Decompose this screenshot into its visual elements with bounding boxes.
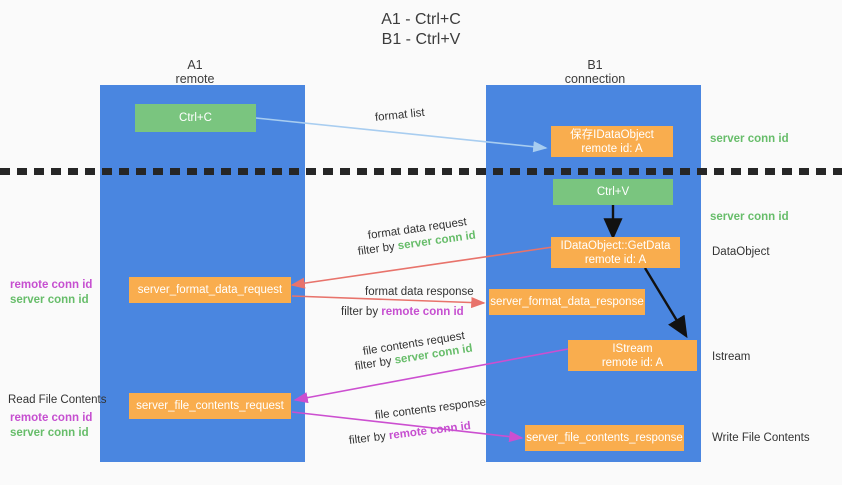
edge-label-format-data-response-filter: filter by remote conn id: [341, 305, 464, 319]
box-idataobject-getdata-line1: IDataObject::GetData: [560, 239, 671, 252]
column-header-a1-name: A1: [187, 58, 203, 72]
right-label-istream: Istream: [712, 350, 750, 364]
box-save-idataobject-line1: 保存IDataObject: [570, 128, 654, 141]
box-ctrl-v-label: Ctrl+V: [596, 186, 630, 198]
filter-value-remote-conn-id: remote conn id: [388, 420, 472, 443]
title-line-1: A1 - Ctrl+C: [381, 11, 461, 28]
left-label-read-file-contents-text: Read File Contents: [8, 394, 107, 406]
left-label-server-conn-id-1: server conn id: [10, 294, 89, 306]
column-header-b1: B1 connection: [535, 58, 655, 86]
box-server-file-contents-response: server_file_contents_response: [525, 425, 684, 451]
right-label-dataobject-text: DataObject: [712, 246, 770, 258]
box-server-file-contents-response-label: server_file_contents_response: [526, 432, 683, 444]
box-ctrl-c-label: Ctrl+C: [179, 112, 212, 124]
box-ctrl-c: Ctrl+C: [135, 104, 256, 132]
box-save-idataobject: 保存IDataObject remote id: A: [551, 126, 673, 157]
box-idataobject-getdata-line2: remote id: A: [584, 253, 647, 266]
box-save-idataobject-line2: remote id: A: [581, 142, 643, 155]
phase-divider: [0, 168, 842, 175]
filter-prefix: filter by: [354, 354, 396, 373]
edge-label-format-list-text: format list: [374, 106, 426, 124]
left-label-group-file: remote conn id server conn id: [10, 411, 92, 441]
right-label-write-file-contents: Write File Contents: [712, 431, 810, 445]
left-label-server-conn-id-2: server conn id: [10, 427, 89, 439]
edge-label-file-contents-response-filter: filter by remote conn id: [348, 419, 471, 448]
box-ctrl-v: Ctrl+V: [553, 179, 673, 205]
filter-prefix: filter by: [348, 430, 390, 447]
box-server-file-contents-request: server_file_contents_request: [129, 393, 291, 419]
box-server-format-data-request-label: server_format_data_request: [137, 284, 283, 296]
column-header-b1-sub: connection: [564, 72, 626, 86]
left-label-remote-conn-id-2: remote conn id: [10, 412, 93, 424]
box-server-format-data-request: server_format_data_request: [129, 277, 291, 303]
page-title: A1 - Ctrl+C B1 - Ctrl+V: [321, 10, 521, 50]
edge-label-format-data-response: format data response: [365, 285, 474, 299]
right-label-server-conn-id-top: server conn id: [710, 132, 789, 146]
left-label-group-format: remote conn id server conn id: [10, 278, 92, 308]
box-istream-line2: remote id: A: [601, 356, 664, 369]
left-label-read-file-contents: Read File Contents: [8, 393, 106, 408]
right-label-istream-text: Istream: [712, 351, 751, 363]
right-label-write-file-contents-text: Write File Contents: [712, 432, 810, 444]
column-header-a1-sub: remote: [175, 72, 215, 86]
box-istream-line1: IStream: [612, 342, 653, 355]
box-idataobject-getdata: IDataObject::GetData remote id: A: [551, 237, 680, 268]
filter-prefix: filter by: [357, 240, 399, 258]
column-header-b1-name: B1: [587, 58, 603, 72]
filter-value-remote-conn-id: remote conn id: [381, 306, 464, 318]
right-label-server-conn-id-mid: server conn id: [710, 210, 789, 224]
filter-prefix: filter by: [341, 306, 382, 318]
edge-label-format-data-response-text: format data response: [365, 286, 474, 298]
title-line-2: B1 - Ctrl+V: [381, 31, 461, 48]
left-label-remote-conn-id-1: remote conn id: [10, 279, 93, 291]
right-label-server-conn-id-mid-text: server conn id: [710, 211, 789, 223]
box-server-file-contents-request-label: server_file_contents_request: [136, 400, 284, 412]
column-header-a1: A1 remote: [135, 58, 255, 86]
box-server-format-data-response: server_format_data_response: [489, 289, 645, 315]
box-server-format-data-response-label: server_format_data_response: [490, 296, 644, 308]
right-label-server-conn-id-top-text: server conn id: [710, 133, 789, 145]
right-label-dataobject: DataObject: [712, 245, 770, 259]
edge-label-format-list: format list: [374, 106, 425, 125]
box-istream: IStream remote id: A: [568, 340, 697, 371]
